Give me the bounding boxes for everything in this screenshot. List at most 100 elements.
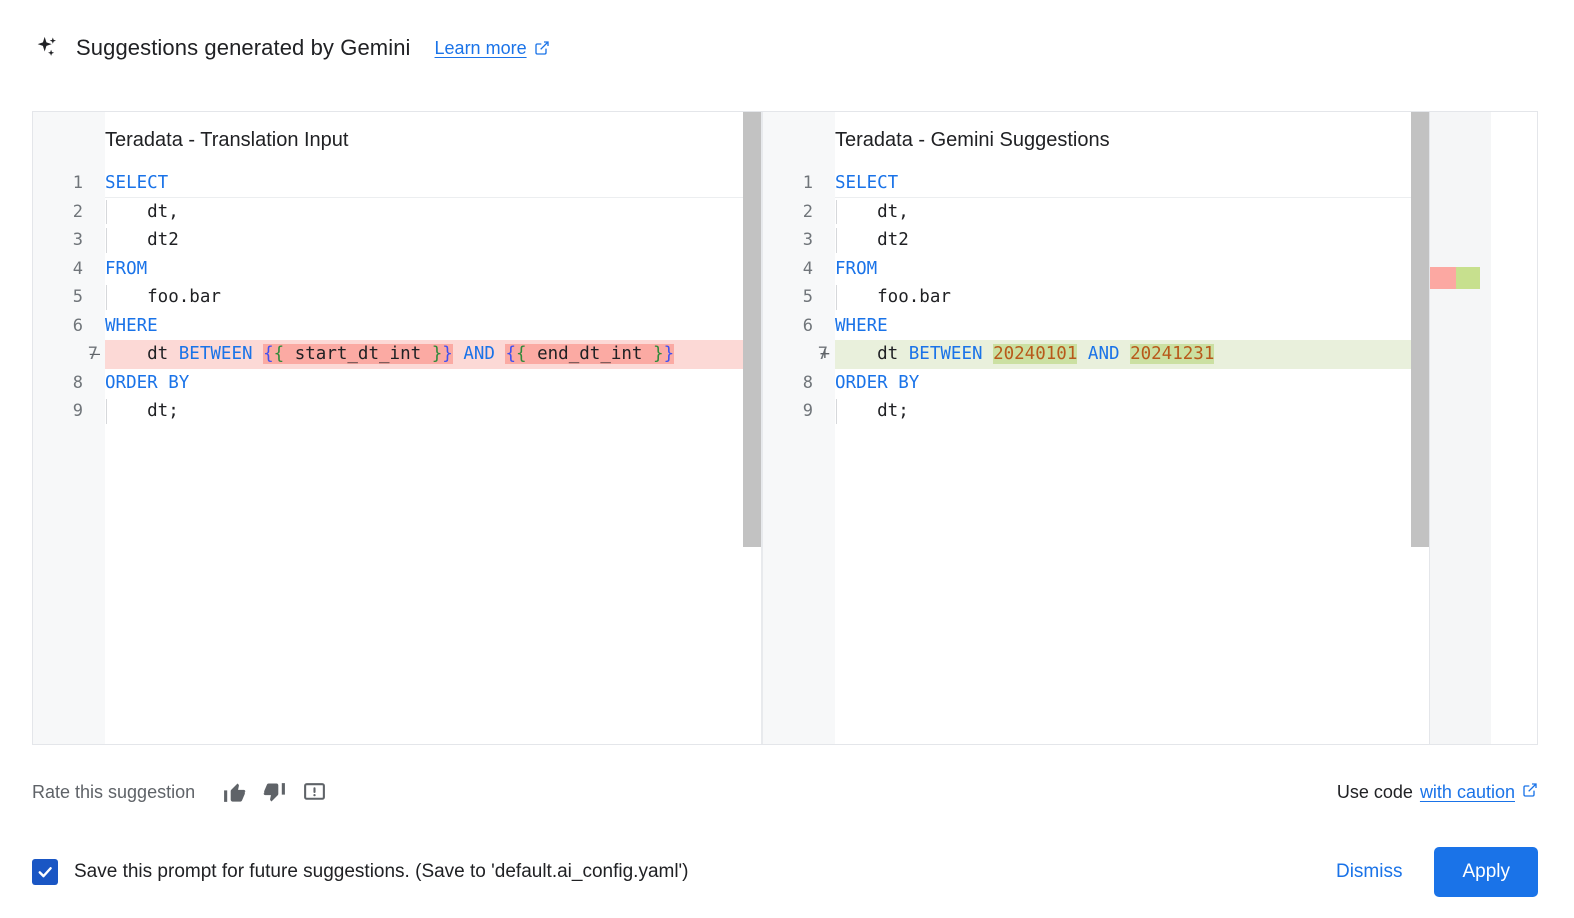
line-number: 7+ — [763, 340, 835, 369]
code-line[interactable]: 2 dt, — [33, 198, 761, 227]
save-prompt-checkbox[interactable] — [32, 859, 58, 885]
code-token: AND — [463, 344, 495, 364]
code-line-text: WHERE — [105, 312, 761, 341]
with-caution-link[interactable]: with caution — [1420, 782, 1538, 803]
code-token: foo.bar — [835, 287, 951, 307]
code-line-text: dt BETWEEN 20240101 AND 20241231 — [835, 340, 1491, 369]
indent-guide — [106, 285, 107, 310]
thumb-down-icon[interactable] — [257, 775, 291, 809]
rate-controls: Rate this suggestion — [32, 775, 337, 809]
left-scrollbar-thumb[interactable] — [743, 112, 761, 547]
diff-sign: + — [819, 344, 830, 364]
code-line-text: dt, — [835, 198, 1491, 227]
code-token: FROM — [105, 258, 148, 279]
page-title: Suggestions generated by Gemini — [76, 35, 411, 60]
line-number: 9 — [72, 401, 83, 421]
sparkle-icon — [32, 33, 62, 63]
save-prompt-row: Save this prompt for future suggestions.… — [32, 859, 689, 885]
indent-guide — [836, 285, 837, 310]
right-scrollbar-thumb[interactable] — [1411, 112, 1429, 547]
code-token — [495, 344, 506, 364]
code-line-text: SELECT — [105, 168, 761, 198]
line-number: 5 — [802, 287, 813, 307]
diff-divider — [761, 112, 763, 744]
code-line[interactable]: 7+ dt BETWEEN 20240101 AND 20241231 — [763, 340, 1491, 369]
code-line-text: SELECT — [835, 168, 1491, 198]
code-line[interactable]: 9 dt; — [763, 397, 1491, 426]
dismiss-button[interactable]: Dismiss — [1318, 849, 1421, 895]
code-token: 20240101 — [993, 344, 1078, 364]
with-caution-label: with caution — [1419, 781, 1515, 802]
code-token: { — [273, 344, 285, 364]
code-token — [1120, 344, 1131, 364]
code-token — [253, 344, 264, 364]
left-vertical-scrollbar[interactable] — [743, 112, 761, 744]
code-token — [1077, 344, 1088, 364]
code-line-text: dt; — [835, 397, 1491, 426]
line-number: 2 — [72, 201, 83, 222]
learn-more-link[interactable]: Learn more — [435, 38, 550, 59]
code-token: } — [653, 344, 664, 364]
code-line[interactable]: 5 foo.bar — [33, 283, 761, 312]
code-token: BETWEEN — [908, 344, 983, 364]
code-line[interactable]: 6 WHERE — [763, 312, 1491, 341]
code-token: ORDER BY — [835, 372, 920, 393]
indent-guide — [836, 228, 837, 253]
code-line[interactable]: 9 dt; — [33, 397, 761, 426]
overview-ruler[interactable] — [1429, 112, 1491, 744]
line-number: 4 — [72, 258, 83, 279]
code-line[interactable]: 6 WHERE — [33, 312, 761, 341]
apply-button[interactable]: Apply — [1434, 847, 1538, 897]
code-line[interactable]: 5 foo.bar — [763, 283, 1491, 312]
code-line[interactable]: 4 FROM — [33, 255, 761, 284]
code-token: dt — [835, 344, 909, 364]
ruler-deleted-marker — [1430, 267, 1456, 289]
code-token: 20241231 — [1130, 344, 1215, 364]
save-prompt-label: Save this prompt for future suggestions.… — [74, 861, 689, 882]
learn-more-label: Learn more — [434, 37, 527, 58]
code-line[interactable]: 1 SELECT — [33, 168, 761, 198]
use-code-notice: Use code with caution — [1337, 782, 1538, 803]
code-line-text: dt2 — [105, 226, 761, 255]
code-token: } — [431, 344, 443, 364]
code-token: SELECT — [835, 173, 899, 193]
line-number: 1 — [72, 173, 83, 193]
code-token: { — [516, 344, 527, 364]
external-link-icon — [534, 40, 550, 56]
code-token: WHERE — [835, 315, 888, 336]
code-token: AND — [1087, 344, 1120, 364]
code-token: { — [505, 344, 517, 364]
code-token: end_dt_int — [526, 344, 654, 364]
ruler-added-marker — [1456, 267, 1480, 289]
code-line[interactable]: 2 dt, — [763, 198, 1491, 227]
code-token: dt, — [835, 201, 909, 222]
footer-actions: Dismiss Apply — [1318, 847, 1538, 897]
right-vertical-scrollbar[interactable] — [1411, 112, 1429, 744]
line-number: 6 — [802, 315, 813, 336]
code-token: dt; — [105, 401, 179, 421]
indent-guide — [836, 399, 837, 424]
code-token: WHERE — [105, 315, 158, 336]
footer-bar: Save this prompt for future suggestions.… — [32, 846, 1538, 898]
indent-guide — [106, 399, 107, 424]
left-gutter-background — [33, 112, 105, 744]
code-token: dt — [105, 344, 179, 364]
code-line[interactable]: 3 dt2 — [763, 226, 1491, 255]
line-number: 6 — [72, 315, 83, 336]
code-token: SELECT — [105, 173, 169, 193]
code-line[interactable]: 7— dt BETWEEN {{ start_dt_int }} AND {{ … — [33, 340, 761, 369]
thumb-up-icon[interactable] — [217, 775, 251, 809]
left-code-area[interactable]: 1 SELECT 2 dt,3 dt2 4 FROM 5 foo.bar 6 WHERE 7— … — [33, 168, 761, 744]
code-line[interactable]: 3 dt2 — [33, 226, 761, 255]
code-token — [453, 344, 464, 364]
code-line-text: foo.bar — [105, 283, 761, 312]
code-line-text: foo.bar — [835, 283, 1491, 312]
report-feedback-icon[interactable] — [297, 775, 331, 809]
